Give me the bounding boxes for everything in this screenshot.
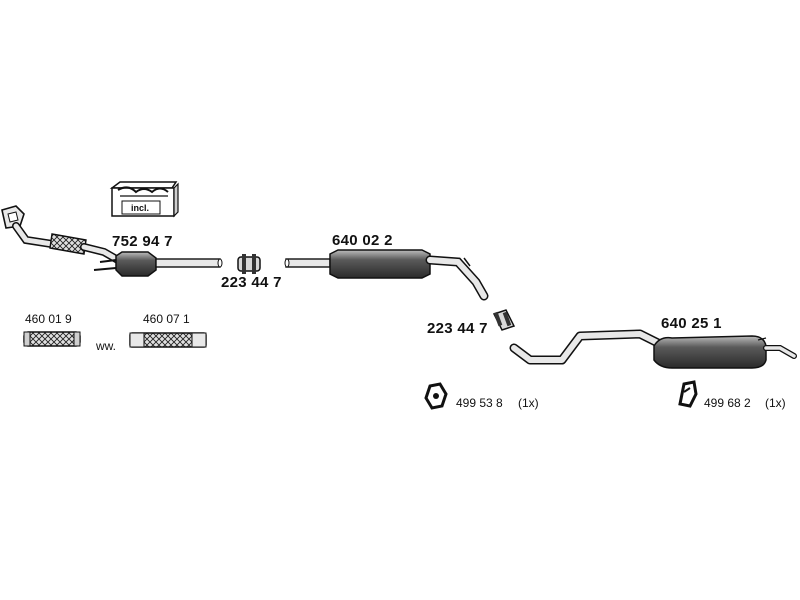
front-pipe-with-catalyst	[1, 205, 223, 277]
part-number-hanger-2: 499 68 2	[704, 396, 751, 410]
clamp-2-icon	[492, 309, 516, 331]
part-number-hanger-1: 499 53 8	[456, 396, 503, 410]
part-number-clamp-1: 223 44 7	[221, 274, 282, 291]
rear-silencer	[509, 329, 797, 369]
kit-box-icon	[109, 181, 179, 218]
flex-pipe-1-icon	[23, 331, 81, 347]
hanger-1-icon	[424, 382, 448, 410]
hanger-2-icon	[678, 380, 698, 408]
part-number-front-pipe: 752 94 7	[112, 233, 173, 250]
clamp-1-icon	[237, 254, 261, 274]
middle-silencer	[284, 249, 489, 301]
flex-alternative-separator: ww.	[96, 339, 117, 353]
flex-pipe-2-icon	[129, 332, 207, 348]
hanger-1-quantity: (1x)	[518, 396, 539, 410]
kit-incl-label: incl.	[131, 203, 150, 213]
part-number-flex-1: 460 01 9	[25, 312, 72, 326]
part-number-flex-2: 460 07 1	[143, 312, 190, 326]
part-number-rear-silencer: 640 25 1	[661, 315, 722, 332]
hanger-2-quantity: (1x)	[765, 396, 786, 410]
part-number-middle-silencer: 640 02 2	[332, 232, 393, 249]
part-number-clamp-2: 223 44 7	[427, 320, 488, 337]
